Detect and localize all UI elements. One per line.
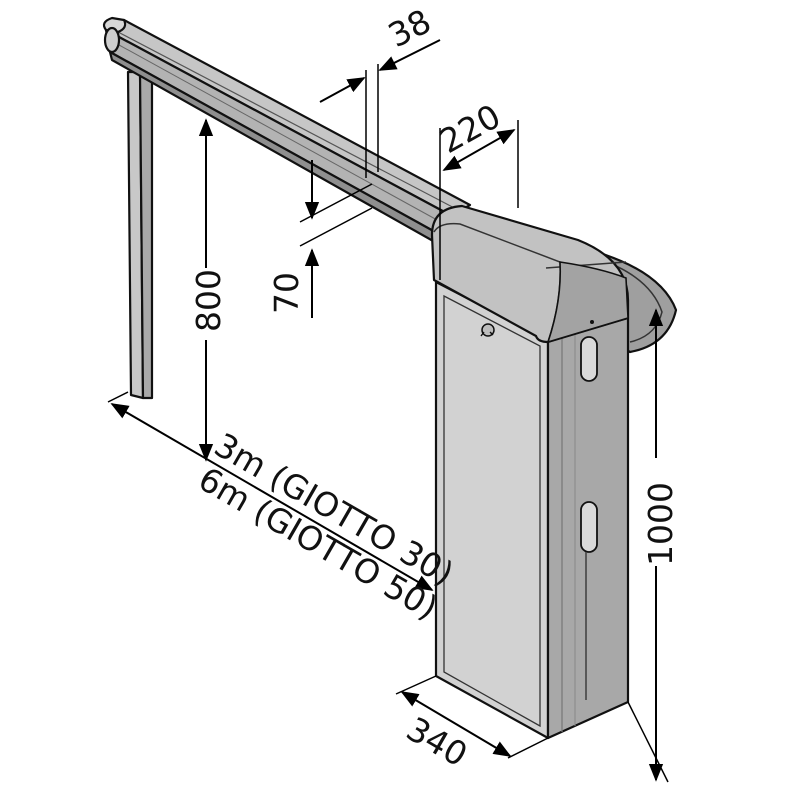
dimension-label-1000: 1000 (641, 482, 680, 566)
dimension-label-800: 800 (189, 269, 228, 332)
barrier-housing (430, 204, 678, 740)
key-lock-icon (480, 323, 495, 337)
dimension-label-70: 70 (267, 272, 306, 314)
dimension-800: 800 (189, 118, 228, 462)
dimension-label-220: 220 (433, 96, 507, 161)
barrier-boom (102, 16, 472, 248)
dimension-label-340: 340 (400, 709, 474, 774)
dimension-70: 70 (267, 160, 373, 318)
dimension-label-38: 38 (382, 1, 437, 55)
dimension-1000: 1000 (627, 308, 680, 783)
dimension-boom-length: 3m (GIOTTO 30) 6m (GIOTTO 50) (107, 391, 460, 627)
support-post (126, 70, 154, 400)
